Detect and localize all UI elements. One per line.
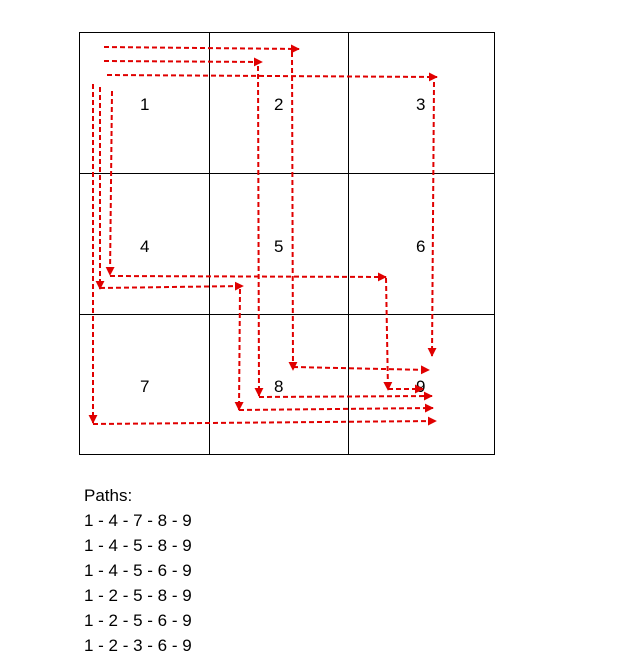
route-arrow-1-4-5-6-9-mid <box>109 272 387 282</box>
route-arrow-1-4-5-8-9-mid <box>99 281 244 291</box>
path-item: 1 - 2 - 3 - 6 - 9 <box>84 636 192 655</box>
cell-label-7: 7 <box>140 377 149 396</box>
route-arrow-1-2-5-8-9-down <box>254 65 264 397</box>
cell-label-3: 3 <box>416 95 425 114</box>
cell-label-5: 5 <box>274 237 283 256</box>
cell-labels: 1 2 3 4 5 6 7 8 9 <box>140 95 425 396</box>
cell-label-2: 2 <box>274 95 283 114</box>
grid <box>79 32 495 455</box>
path-item: 1 - 2 - 5 - 6 - 9 <box>84 611 192 630</box>
paths-heading: Paths: <box>84 486 133 505</box>
cell-label-4: 4 <box>140 237 149 256</box>
grid-path-diagram: 1 2 3 4 5 6 7 8 9 <box>79 32 495 455</box>
cell-label-8: 8 <box>274 377 283 396</box>
route-arrow-1-2-5-8-9 <box>103 57 263 67</box>
route-arrow-1-2-5-6-9-down <box>288 51 298 371</box>
route-arrow-1-2-3-6-9 <box>106 72 438 82</box>
route-arrows <box>88 44 438 426</box>
route-arrow-1-4-5-8-9-tail <box>238 403 434 413</box>
paths-list: Paths: 1 - 4 - 7 - 8 - 9 1 - 4 - 5 - 8 -… <box>84 483 192 658</box>
cell-label-1: 1 <box>140 95 149 114</box>
route-arrow-1-4-5-8-9-down <box>234 288 244 411</box>
route-arrow-1-2-5-8-9-tail <box>258 391 433 401</box>
path-item: 1 - 4 - 7 - 8 - 9 <box>84 511 192 530</box>
path-item: 1 - 2 - 5 - 8 - 9 <box>84 586 192 605</box>
path-item: 1 - 4 - 5 - 8 - 9 <box>84 536 192 555</box>
route-arrow-1-2-5-6-9 <box>103 44 300 54</box>
route-arrow-1-4-5-6-9 <box>105 90 115 276</box>
route-arrow-1-2-5-6-9-tail <box>292 365 430 375</box>
cell-label-6: 6 <box>416 237 425 256</box>
route-arrow-1-2-3-6-9-tail <box>427 81 437 357</box>
cell-label-9: 9 <box>416 377 425 396</box>
path-item: 1 - 4 - 5 - 6 - 9 <box>84 561 192 580</box>
route-arrow-1-4-7-8-9-tail <box>92 416 437 426</box>
grid-border <box>79 32 495 455</box>
route-arrow-1-4-5-6-9-down <box>383 277 393 391</box>
